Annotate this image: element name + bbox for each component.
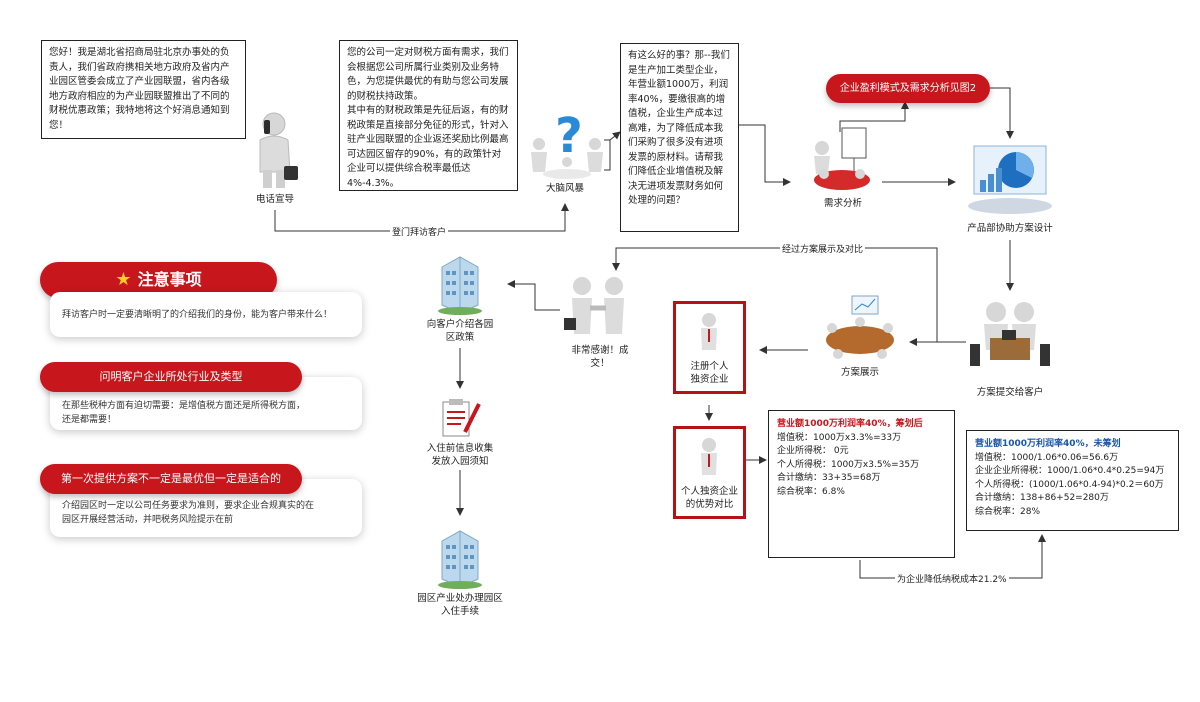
analysis-pill: 企业盈利模式及需求分析见图2 (826, 74, 990, 103)
connector-demand-pill (839, 101, 909, 132)
calc-unplanned-line: 合计缴纳：138+86+52=280万 (975, 493, 1109, 503)
calc-planned-box: 营业额1000万利润率40%，筹划后 增值税：1000万x3.3%=33万 企业… (768, 410, 955, 558)
register-frame (673, 301, 746, 394)
show-label: 方案展示 (840, 367, 879, 378)
thanks-label: 非常感谢！成 交！ (571, 345, 629, 369)
clipboard-figure (437, 398, 483, 440)
calc-unplanned-box: 营业额1000万利润率40%，未筹划 增值税：1000/1.06*0.06=56… (966, 430, 1179, 531)
intro-box: 您好！我是湖北省招商局驻北京办事处的负责人，我们省政府携相关地方政府及省内产业园… (41, 40, 246, 139)
note-header-2: 问明客户企业所处行业及类型 (40, 362, 302, 392)
brainstorm-label: 大脑风暴 (545, 183, 584, 194)
advantage-label: 个人独资企业 的优势对比 (680, 486, 738, 510)
calc-unplanned-line: 综合税率：28% (975, 506, 1041, 517)
note-card-1: 拜访客户时一定要清晰明了的介绍我们的身份，能为客户带来什么！ (50, 292, 362, 337)
demand-analysis-figure (806, 126, 882, 196)
calc-planned-line: 企业所得税： 0元 (777, 446, 849, 456)
phone-person-figure (252, 110, 302, 190)
savings-line-label: 为企业降低纳税成本21.2% (895, 572, 1009, 585)
building-2-figure (432, 527, 488, 589)
calc-planned-line: 个人所得税：1000万x3.5%=35万 (777, 459, 920, 470)
connector-after-show (612, 247, 938, 342)
demand-label: 需求分析 (823, 198, 862, 209)
connector-brainstorm-question (604, 139, 611, 171)
notes-title: 注意事项 (137, 270, 202, 289)
calc-planned-line: 合计缴纳：33+35=68万 (777, 473, 881, 483)
submit-figure (966, 298, 1054, 370)
calc-unplanned-line: 个人所得税：(1000/1.06*0.4-94)*0.2＝60万 (975, 479, 1164, 490)
connector-question-demand (739, 124, 791, 186)
phone-label: 电话宣导 (255, 194, 294, 205)
product-design-figure (960, 140, 1060, 220)
handshake-figure (562, 274, 634, 340)
product-label: 产品部协助方案设计 (967, 223, 1053, 234)
building-figure (432, 253, 488, 315)
procedure-label: 园区产业处办理园区 入住手续 (417, 593, 503, 617)
calc-planned-line: 增值税：1000万x3.3%=33万 (777, 432, 902, 443)
visit-line-label: 登门拜访客户 (390, 225, 449, 238)
calc-unplanned-line: 企业企业所得税：1000/1.06*0.4*0.25=94万 (975, 466, 1165, 476)
calc-planned-line: 综合税率：6.8% (777, 486, 845, 497)
notice-label: 入住前信息收集 发放入园须知 (426, 443, 494, 467)
after-show-line-label: 经过方案展示及对比 (780, 242, 866, 255)
calc-unplanned-title: 营业额1000万利润率40%，未筹划 (975, 439, 1121, 449)
intro-policy-label: 向客户介绍各园 区政策 (426, 319, 494, 343)
register-label: 注册个人 独资企业 (690, 361, 729, 385)
note-header-3: 第一次提供方案不一定是最优但一定是适合的 (40, 464, 302, 494)
calc-planned-title: 营业额1000万利润率40%，筹划后 (777, 419, 923, 429)
calc-unplanned-line: 增值税：1000/1.06*0.06=56.6万 (975, 452, 1119, 463)
brainstorm-figure: ? (527, 108, 607, 180)
show-meeting-figure (810, 294, 910, 364)
submit-label: 方案提交给客户 (976, 387, 1044, 398)
connector-pill-product (990, 87, 1014, 139)
advantage-frame (673, 426, 746, 519)
policy-box: 您的公司一定对财税方面有需求，我们会根据您公司所属行业类别及业务特色，为您提供最… (339, 40, 518, 191)
connector-thanks-policy (507, 280, 560, 311)
star-icon: ★ (115, 269, 132, 290)
question-box: 有这么好的事？那--我们是生产加工类型企业，年营业额1000万，利润率40%，要… (620, 43, 739, 232)
svg-text:?: ? (555, 108, 583, 164)
